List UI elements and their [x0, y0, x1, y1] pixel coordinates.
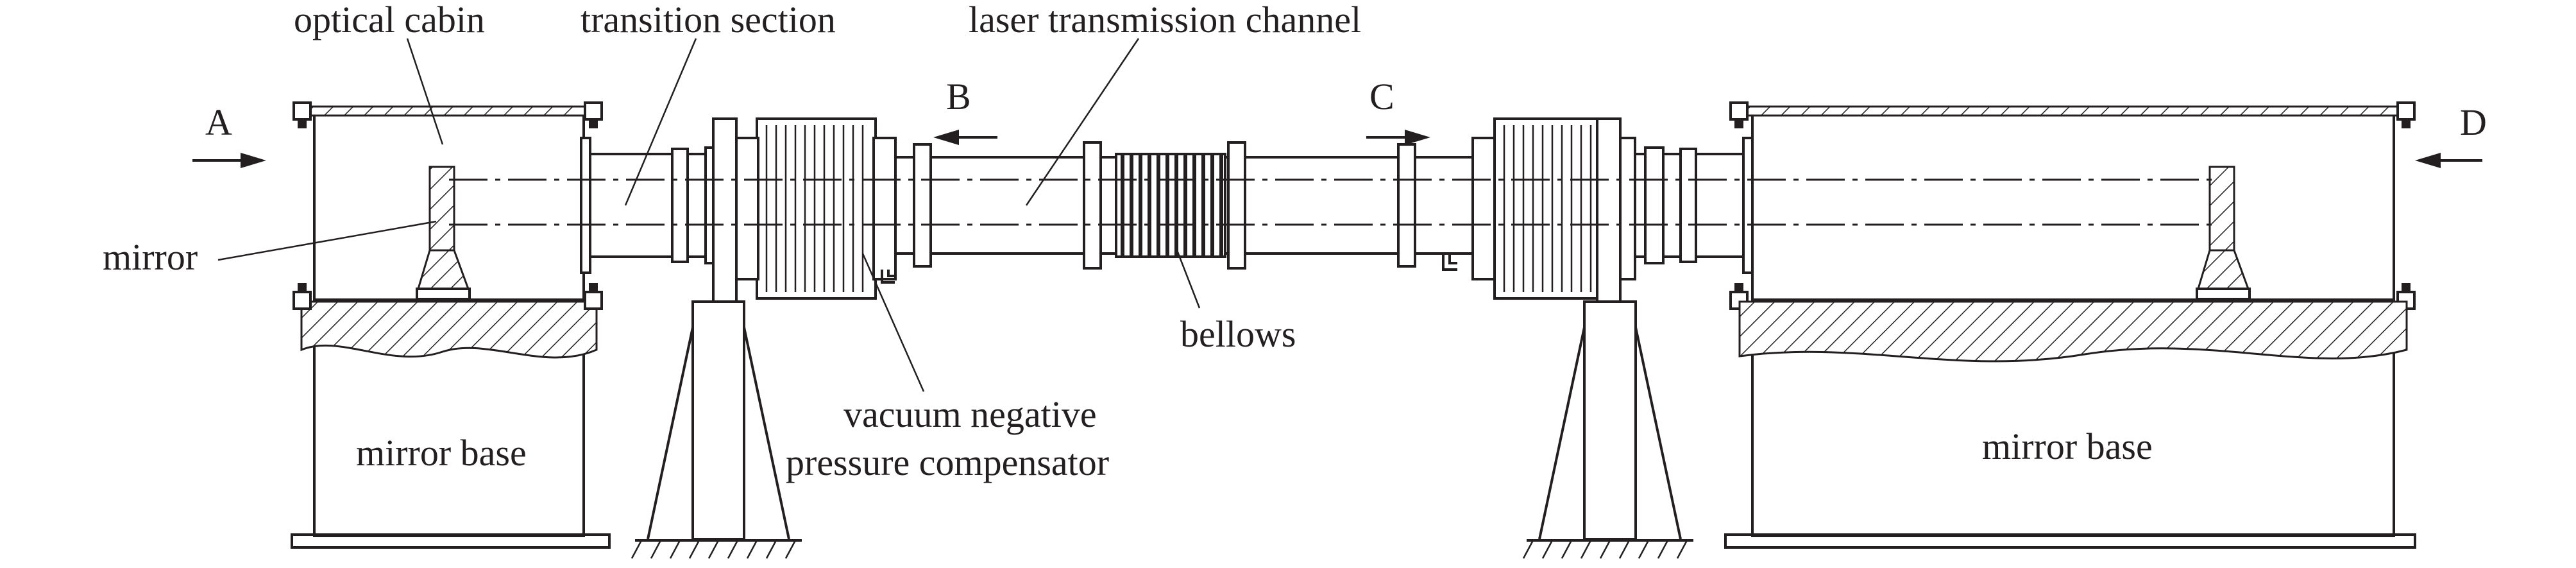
- leader-lines: [217, 38, 1201, 392]
- label-mirror-base-left: mirror base: [356, 432, 527, 474]
- label-mirror: mirror: [103, 236, 198, 278]
- view-marker-d: D: [2460, 101, 2487, 143]
- left-compensator: [735, 117, 897, 300]
- left-optical-cabin: [292, 101, 603, 310]
- view-arrow-b: [933, 130, 997, 145]
- left-support-stand: [631, 117, 802, 559]
- right-support-stand: [1522, 117, 1693, 559]
- right-optical-cabin: [1729, 101, 2416, 310]
- view-marker-a: A: [205, 101, 232, 143]
- central-bellows: [1115, 153, 1226, 258]
- label-transition-section: transition section: [580, 0, 836, 40]
- view-arrow-c: [1366, 130, 1430, 145]
- label-laser-transmission-channel: laser transmission channel: [969, 0, 1361, 40]
- label-mirror-base-right: mirror base: [1982, 426, 2153, 467]
- view-marker-b: B: [946, 76, 971, 117]
- right-compensator: [1442, 117, 1636, 300]
- label-compensator-line2: pressure compensator: [786, 442, 1109, 483]
- left-mirror-base: [291, 300, 611, 549]
- view-arrow-a: [192, 153, 266, 168]
- laser-beam-centerlines: [449, 178, 2219, 226]
- label-bellows: bellows: [1180, 313, 1296, 355]
- label-optical-cabin: optical cabin: [294, 0, 485, 40]
- right-mirror-base: [1724, 300, 2416, 549]
- view-marker-c: C: [1369, 76, 1394, 117]
- view-arrow-d: [2415, 153, 2482, 168]
- label-compensator-line1: vacuum negative: [843, 393, 1097, 435]
- right-transition-section: [1634, 137, 1754, 274]
- left-transition-section: [580, 137, 725, 274]
